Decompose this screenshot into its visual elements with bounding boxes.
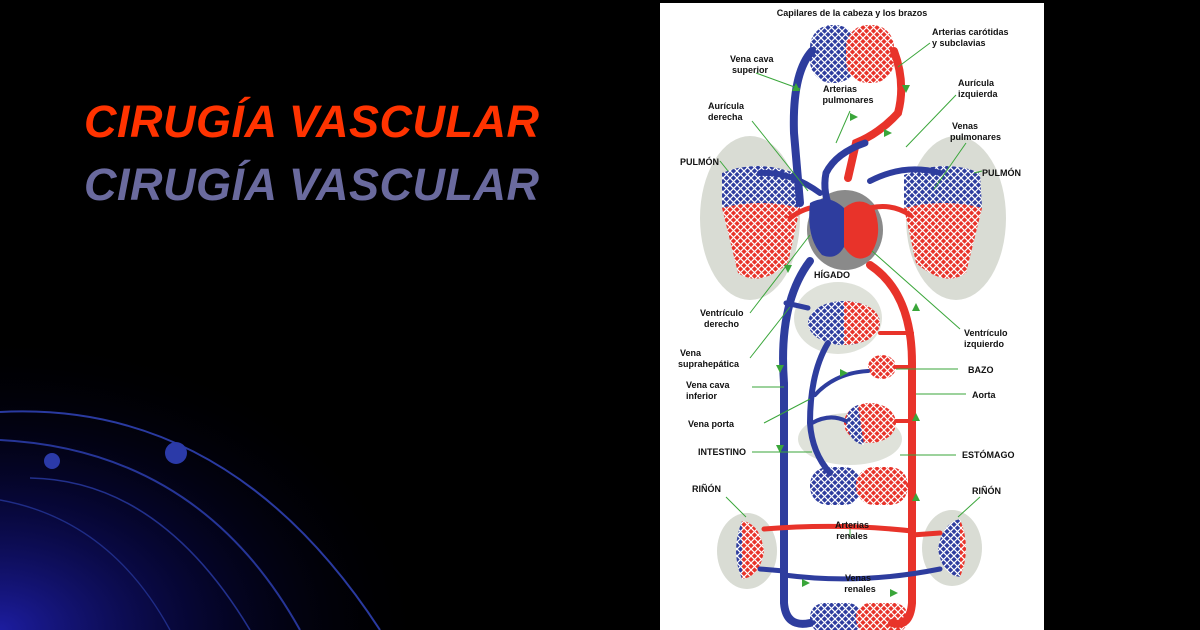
label-spleen: BAZO bbox=[968, 365, 994, 375]
label-left-atrium: Aurícula bbox=[958, 78, 995, 88]
slide-title: CIRUGÍA VASCULAR bbox=[84, 96, 540, 147]
label-svc: superior bbox=[732, 65, 769, 75]
renal-artery-right bbox=[909, 530, 943, 538]
renal-vein-left bbox=[757, 566, 787, 574]
label-renal-arteries: renales bbox=[836, 531, 868, 541]
callout-lines bbox=[719, 42, 983, 537]
right-lung-capillaries-arterial bbox=[904, 203, 982, 279]
head-capillaries bbox=[810, 25, 857, 83]
label-left-atrium: izquierda bbox=[958, 89, 999, 99]
label-head-capillaries: Capilares de la cabeza y los brazos bbox=[777, 8, 928, 18]
label-lung-left: PULMÓN bbox=[680, 156, 719, 167]
label-right-ventricle: derecho bbox=[704, 319, 740, 329]
label-pulmonary-arteries: pulmonares bbox=[822, 95, 873, 105]
orbit-arc bbox=[0, 439, 301, 630]
intestine-capillaries-arterial bbox=[856, 467, 908, 505]
left-lung-capillaries-arterial bbox=[722, 203, 800, 279]
label-liver: HÍGADO bbox=[814, 270, 850, 280]
label-hepatic-vein: Vena bbox=[680, 348, 702, 358]
stomach-capillaries-venous bbox=[846, 405, 864, 445]
flow-arrows bbox=[776, 83, 920, 597]
portal-vein bbox=[806, 340, 833, 476]
hepatic-vein bbox=[783, 300, 811, 311]
label-stomach: ESTÓMAGO bbox=[962, 449, 1015, 460]
label-renal-arteries: Arterias bbox=[835, 520, 869, 530]
label-intestine: INTESTINO bbox=[698, 447, 746, 457]
label-svc: Vena cava bbox=[730, 54, 775, 64]
label-lung-right: PULMÓN bbox=[982, 167, 1021, 178]
label-renal-veins: Venas bbox=[845, 573, 871, 583]
label-renal-veins: renales bbox=[844, 584, 876, 594]
circulatory-diagram: Capilares de la cabeza y los brazos Arte… bbox=[660, 3, 1044, 630]
pulmonary-artery-right bbox=[867, 166, 943, 184]
label-carotid: Arterias carótidas bbox=[932, 27, 1009, 37]
label-right-atrium: Aurícula bbox=[708, 101, 745, 111]
label-kidney-left: RIÑÓN bbox=[692, 483, 721, 494]
orbit-arc bbox=[29, 477, 251, 630]
carotid-arteries bbox=[844, 47, 906, 182]
left-kidney-capillaries bbox=[742, 521, 764, 579]
corner-glow bbox=[0, 330, 430, 630]
label-left-ventricle: Ventrículo bbox=[964, 328, 1008, 338]
circulatory-diagram-svg: Capilares de la cabeza y los brazos Arte… bbox=[678, 8, 1021, 630]
pulmonary-vein-right bbox=[867, 204, 913, 218]
slide-title-shadow: CIRUGÍA VASCULAR bbox=[84, 159, 540, 210]
label-pulmonary-veins: pulmonares bbox=[950, 132, 1001, 142]
label-kidney-right: RIÑÓN bbox=[972, 485, 1001, 496]
descending-aorta bbox=[866, 261, 916, 628]
orbit-arc bbox=[0, 410, 381, 630]
label-ivc: Vena cava bbox=[686, 380, 731, 390]
label-carotid: y subclavias bbox=[932, 38, 986, 48]
portal-vein-branch bbox=[813, 369, 870, 397]
label-right-ventricle: Ventrículo bbox=[700, 308, 744, 318]
right-lung-capillaries bbox=[904, 165, 982, 208]
label-ivc: inferior bbox=[686, 391, 718, 401]
label-aorta: Aorta bbox=[972, 390, 996, 400]
orbit-dot bbox=[44, 453, 60, 469]
inferior-vena-cava bbox=[779, 257, 814, 628]
orbit-dot bbox=[165, 442, 187, 464]
label-left-ventricle: izquierdo bbox=[964, 339, 1005, 349]
head-capillaries-arterial bbox=[846, 25, 894, 83]
right-heart bbox=[809, 199, 844, 257]
right-kidney-capillaries bbox=[938, 519, 960, 577]
label-hepatic-vein: suprahepática bbox=[678, 359, 740, 369]
label-pulmonary-veins: Venas bbox=[952, 121, 978, 131]
renal-artery-left bbox=[761, 523, 915, 534]
portal-vein-branch bbox=[810, 415, 848, 425]
label-portal-vein: Vena porta bbox=[688, 419, 735, 429]
orbit-arc bbox=[0, 499, 171, 630]
label-right-atrium: derecha bbox=[708, 112, 744, 122]
left-heart bbox=[844, 201, 879, 259]
left-kidney-capillaries-venous bbox=[736, 521, 742, 579]
pulmonary-artery-left bbox=[757, 169, 823, 196]
intestine-capillaries bbox=[810, 467, 862, 505]
renal-vein-right bbox=[781, 566, 943, 582]
label-pulmonary-arteries: Arterias bbox=[823, 84, 857, 94]
right-kidney-capillaries-arterial bbox=[960, 519, 966, 577]
liver-capillaries-arterial bbox=[844, 301, 880, 345]
lower-body-capillaries bbox=[810, 603, 862, 630]
spleen-capillaries bbox=[868, 355, 896, 379]
